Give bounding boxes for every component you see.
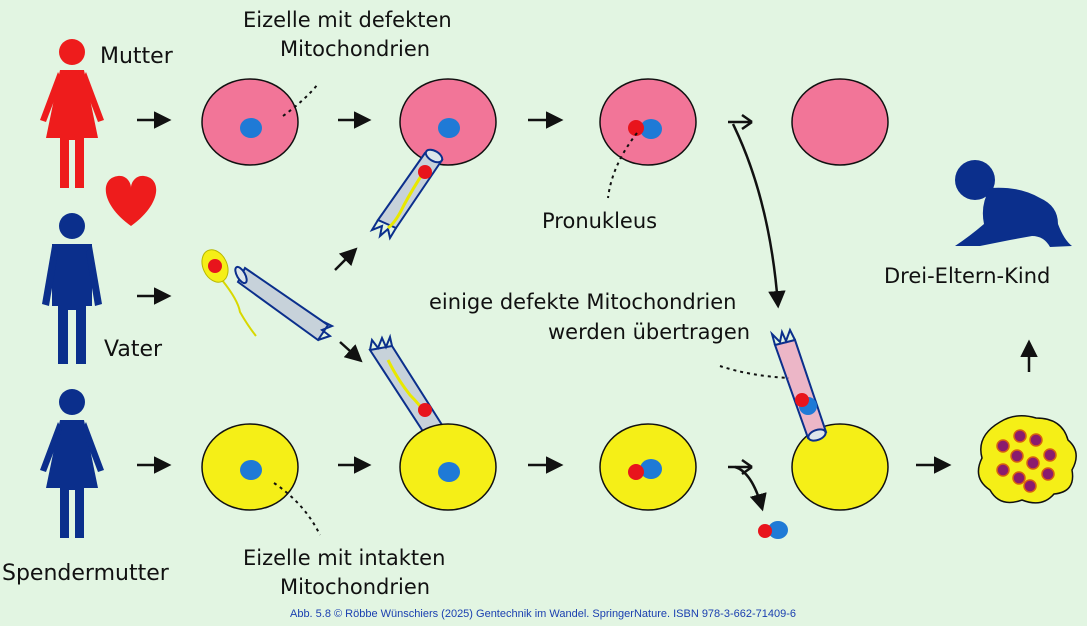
heart-icon xyxy=(105,175,157,226)
label-transfer-1: einige defekte Mitochondrien xyxy=(429,290,736,314)
donor-egg-1 xyxy=(201,423,299,511)
donor-egg-reconstructed xyxy=(791,423,889,511)
mother-label: Mutter xyxy=(100,44,174,69)
pipette-transfer xyxy=(770,327,828,442)
mother-icon xyxy=(40,39,104,188)
embryo-cluster xyxy=(977,415,1077,504)
label-egg-defect-2: Mitochondrien xyxy=(280,37,430,61)
father-icon xyxy=(42,213,102,364)
mother-egg-2 xyxy=(399,78,497,166)
label-pronucleus: Pronukleus xyxy=(542,209,657,233)
label-egg-intact-2: Mitochondrien xyxy=(280,575,430,599)
father-label: Vater xyxy=(104,337,163,362)
annotation-lines xyxy=(273,83,790,536)
mother-egg-enucleated xyxy=(791,78,889,166)
donor-mother-icon xyxy=(40,389,104,538)
crawling-baby-icon xyxy=(955,160,1072,247)
donor-egg-3 xyxy=(599,423,697,511)
pipette-top xyxy=(369,148,444,241)
figure-caption: Abb. 5.8 © Röbbe Wünschiers (2025) Gente… xyxy=(290,608,796,620)
donor-egg-2 xyxy=(399,423,497,511)
sperm-cell xyxy=(201,249,257,337)
flow-arrows xyxy=(137,111,1038,512)
mother-egg-3 xyxy=(599,78,697,166)
label-egg-defect-1: Eizelle mit defekten xyxy=(243,8,452,32)
donor-mother-label: Spendermutter xyxy=(2,561,170,586)
removed-pronuclei xyxy=(758,521,788,539)
mother-egg-1 xyxy=(201,78,299,166)
label-egg-intact-1: Eizelle mit intakten xyxy=(243,546,445,570)
pipette-middle xyxy=(234,265,335,342)
label-child: Drei-Eltern-Kind xyxy=(884,264,1050,288)
label-transfer-2: werden übertragen xyxy=(548,320,750,344)
